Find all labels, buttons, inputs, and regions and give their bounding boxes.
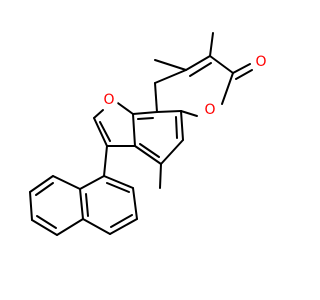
bond-methyl-top-left bbox=[154, 59, 187, 71]
bond-furan-ch-c3b bbox=[99, 121, 111, 142]
bond-carbonyl-b bbox=[235, 69, 253, 80]
bond-pyranone-co-o bbox=[221, 72, 234, 105]
bond-naph-l2 bbox=[29, 175, 54, 193]
furan-oxygen-label: O bbox=[103, 92, 114, 108]
bond-naph-l5 bbox=[56, 218, 84, 236]
bond-naph-r1 bbox=[103, 175, 134, 189]
bond-naph-r6 bbox=[79, 175, 105, 190]
bond-benzene-6 bbox=[132, 111, 158, 115]
bond-naphthyl-link bbox=[103, 145, 108, 177]
ring-oxygen-label: O bbox=[204, 102, 215, 118]
bond-benzene-1 bbox=[156, 110, 182, 113]
bond-benzene-6b bbox=[137, 117, 154, 120]
bond-naph-l3 bbox=[29, 191, 33, 221]
carbonyl-oxygen-atom: O bbox=[252, 53, 270, 71]
bond-benzene-4b bbox=[139, 143, 160, 158]
bond-naph-l1 bbox=[52, 175, 81, 190]
molecule-structure-diagram: O O O bbox=[29, 32, 270, 236]
bond-benzene-4 bbox=[134, 145, 162, 165]
bond-methyl-bottom bbox=[159, 163, 162, 189]
furan-oxygen-atom: O bbox=[100, 91, 118, 109]
bond-carbonyl-a bbox=[232, 63, 251, 74]
bond-naph-r3b bbox=[110, 214, 133, 228]
bond-naph-l4b bbox=[36, 215, 57, 229]
bond-methyl-top-right bbox=[209, 32, 214, 57]
bond-naph-r5b bbox=[85, 193, 89, 217]
bond-benzene-3 bbox=[160, 139, 184, 165]
bond-naph-r4 bbox=[82, 218, 111, 235]
bond-naph-l4 bbox=[31, 219, 58, 236]
bond-benzene-5 bbox=[132, 113, 136, 147]
bond-furan-c-o bbox=[114, 100, 134, 115]
bond-naph-r1b bbox=[106, 182, 130, 193]
bond-pyranone-c8-c7-a bbox=[185, 55, 211, 71]
bond-furan-o-ch bbox=[93, 109, 104, 119]
bond-naph-r2 bbox=[132, 187, 138, 220]
bond-benzene-2 bbox=[180, 110, 184, 141]
bond-furan-ch-c3 bbox=[93, 117, 108, 147]
atom-labels: O O O bbox=[100, 53, 270, 119]
ring-oxygen-atom: O bbox=[201, 101, 219, 119]
carbonyl-oxygen-label: O bbox=[255, 54, 266, 70]
bond-naph-l2b bbox=[35, 182, 54, 196]
bond-pyranone-c9-c8 bbox=[154, 69, 187, 84]
bond-naph-r3 bbox=[109, 218, 138, 235]
bond-pyranone-o-c5a bbox=[180, 110, 198, 117]
bond-benzene-2b bbox=[175, 116, 178, 139]
bond-naph-r5 bbox=[79, 188, 84, 220]
bond-pyranone-c8-c7-b bbox=[189, 62, 212, 77]
bond-pyranone-c9a-c9 bbox=[154, 82, 158, 113]
bond-pyranone-c7-co bbox=[209, 55, 234, 74]
bonds bbox=[29, 32, 253, 236]
